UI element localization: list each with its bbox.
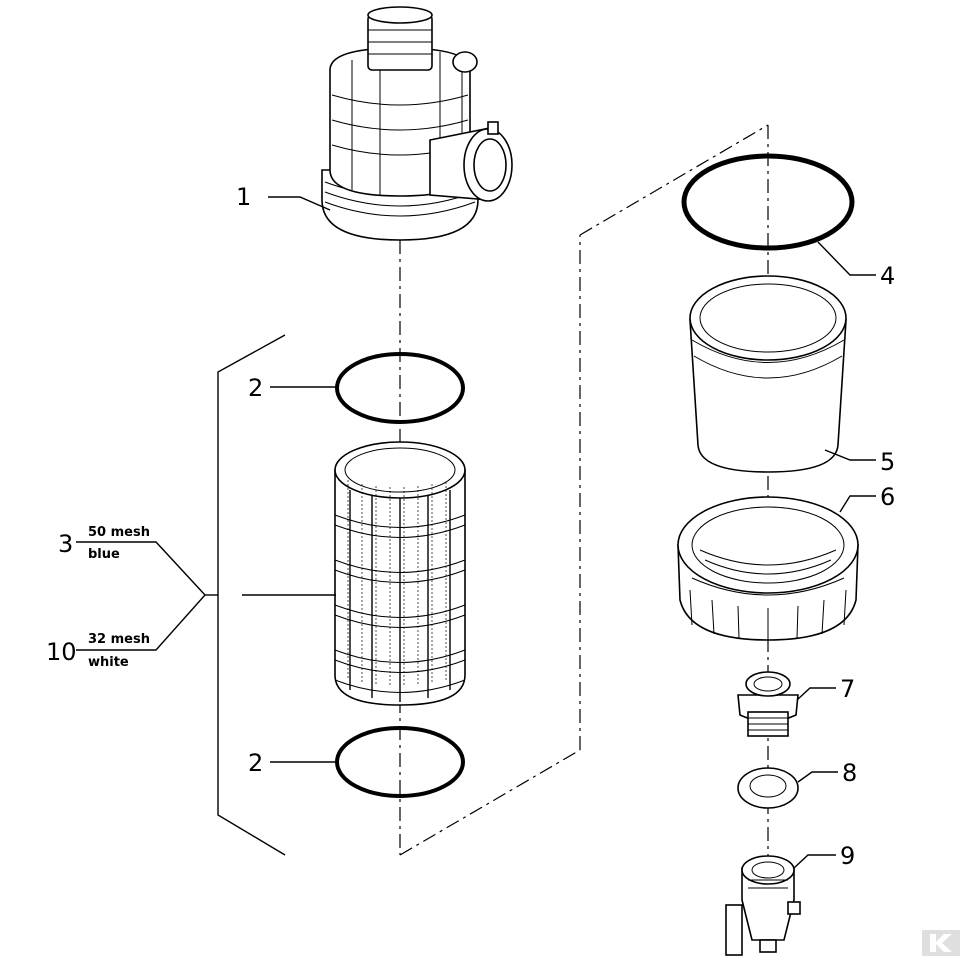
callout-6: 6 — [880, 483, 895, 511]
drain-valve — [725, 855, 801, 956]
kit-bracket — [205, 334, 336, 856]
callout-9: 9 — [840, 842, 855, 870]
drain-nipple — [737, 671, 799, 737]
washer — [737, 767, 799, 809]
logo-watermark-icon — [922, 930, 960, 956]
callout-3-color: blue — [88, 547, 120, 562]
filter-bowl — [689, 275, 847, 473]
callout-3-mesh: 50 mesh — [88, 525, 150, 540]
callout-10-color: white — [88, 655, 129, 670]
callout-10: 10 — [46, 638, 77, 666]
o-ring-large — [681, 153, 855, 251]
callout-2-bottom: 2 — [248, 749, 263, 777]
callout-5: 5 — [880, 448, 895, 476]
callout-2-top: 2 — [248, 374, 263, 402]
callout-8: 8 — [842, 759, 857, 787]
callout-1: 1 — [236, 183, 251, 211]
leader-lines — [76, 196, 876, 869]
ring-nut — [677, 496, 859, 641]
callout-4: 4 — [880, 262, 895, 290]
callout-7: 7 — [840, 675, 855, 703]
callout-3: 3 — [58, 530, 73, 558]
callout-10-mesh: 32 mesh — [88, 632, 150, 647]
filter-head — [321, 6, 513, 241]
o-ring-top — [335, 352, 465, 424]
filter-cartridge — [334, 441, 466, 706]
